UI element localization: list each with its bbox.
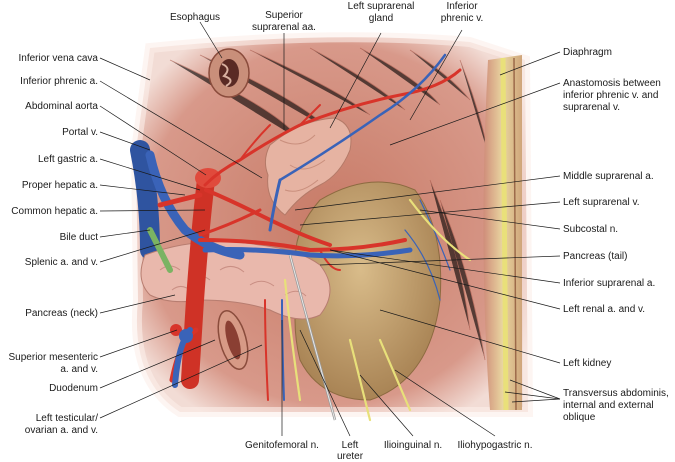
- label-iliohypogastric-n: Iliohypogastric n.: [457, 440, 532, 451]
- label-inferior-phrenic-a: Inferior phrenic a.: [20, 76, 98, 87]
- abdominal-wall: [483, 55, 522, 411]
- label-esophagus: Esophagus: [170, 12, 220, 23]
- label-superior-mesenteric-line2: a. and v.: [60, 364, 98, 375]
- abdominal-aorta: [181, 168, 221, 389]
- label-proper-hepatic-a: Proper hepatic a.: [22, 180, 98, 191]
- label-bile-duct: Bile duct: [60, 232, 99, 243]
- label-superior-suprarenal-line2: suprarenal aa.: [252, 22, 316, 33]
- esophagus: [208, 48, 250, 98]
- label-inferior-suprarenal-a: Inferior suprarenal a.: [563, 278, 655, 289]
- labels-top: Esophagus Superior suprarenal aa. Left s…: [170, 1, 483, 33]
- label-left-gastric-a: Left gastric a.: [38, 154, 98, 165]
- label-middle-suprarenal-a: Middle suprarenal a.: [563, 171, 654, 182]
- label-inferior-vena-cava: Inferior vena cava: [19, 53, 99, 64]
- label-anastomosis-line1: Anastomosis between: [563, 78, 661, 89]
- labels-right: Diaphragm Anastomosis between inferior p…: [563, 47, 669, 423]
- label-abdominal-aorta: Abdominal aorta: [25, 101, 98, 112]
- bile-duct: [147, 227, 173, 273]
- label-left-testicular-line1: Left testicular/: [36, 413, 98, 424]
- label-left-suprarenal-gland-line2: gland: [369, 13, 393, 24]
- label-duodenum: Duodenum: [49, 383, 98, 394]
- label-ilioinguinal-n: Ilioinguinal n.: [384, 440, 442, 451]
- label-anastomosis-line3: suprarenal v.: [563, 102, 620, 113]
- label-inferior-phrenic-v-line1: Inferior: [446, 1, 478, 12]
- labels-bottom: Genitofemoral n. Left ureter Ilioinguina…: [245, 440, 532, 462]
- nerves: [283, 198, 472, 422]
- label-genitofemoral-n: Genitofemoral n.: [245, 440, 319, 451]
- label-inferior-phrenic-v-line2: phrenic v.: [441, 13, 484, 24]
- label-subcostal-n: Subcostal n.: [563, 224, 618, 235]
- label-pancreas-neck: Pancreas (neck): [25, 308, 98, 319]
- label-superior-mesenteric-line1: Superior mesenteric: [9, 352, 98, 363]
- label-portal-v: Portal v.: [62, 127, 98, 138]
- labels-left: Inferior vena cava Inferior phrenic a. A…: [9, 53, 99, 436]
- label-left-ureter-line2: ureter: [337, 451, 364, 462]
- label-left-renal-a-v: Left renal a. and v.: [563, 304, 645, 315]
- label-transversus-line2: internal and external: [563, 400, 654, 411]
- label-transversus-line3: oblique: [563, 412, 596, 423]
- left-suprarenal-gland: [264, 117, 352, 216]
- label-left-suprarenal-gland-line1: Left suprarenal: [348, 1, 415, 12]
- label-transversus-line1: Transversus abdominis,: [563, 388, 669, 399]
- label-pancreas-tail: Pancreas (tail): [563, 251, 627, 262]
- leader-lines: [99, 21, 561, 437]
- label-left-ureter-line1: Left: [342, 440, 359, 451]
- label-splenic-a-v: Splenic a. and v.: [25, 257, 98, 268]
- label-left-suprarenal-v: Left suprarenal v.: [563, 197, 640, 208]
- label-left-kidney: Left kidney: [563, 358, 611, 369]
- label-left-testicular-line2: ovarian a. and v.: [25, 425, 98, 436]
- label-diaphragm: Diaphragm: [563, 47, 612, 58]
- label-superior-suprarenal-line1: Superior: [265, 10, 303, 21]
- arteries: [157, 68, 462, 401]
- label-anastomosis-line2: inferior phrenic v. and: [563, 90, 658, 101]
- label-common-hepatic-a: Common hepatic a.: [11, 206, 98, 217]
- inferior-vena-cava: [130, 140, 160, 260]
- probe-instrument: [288, 254, 337, 421]
